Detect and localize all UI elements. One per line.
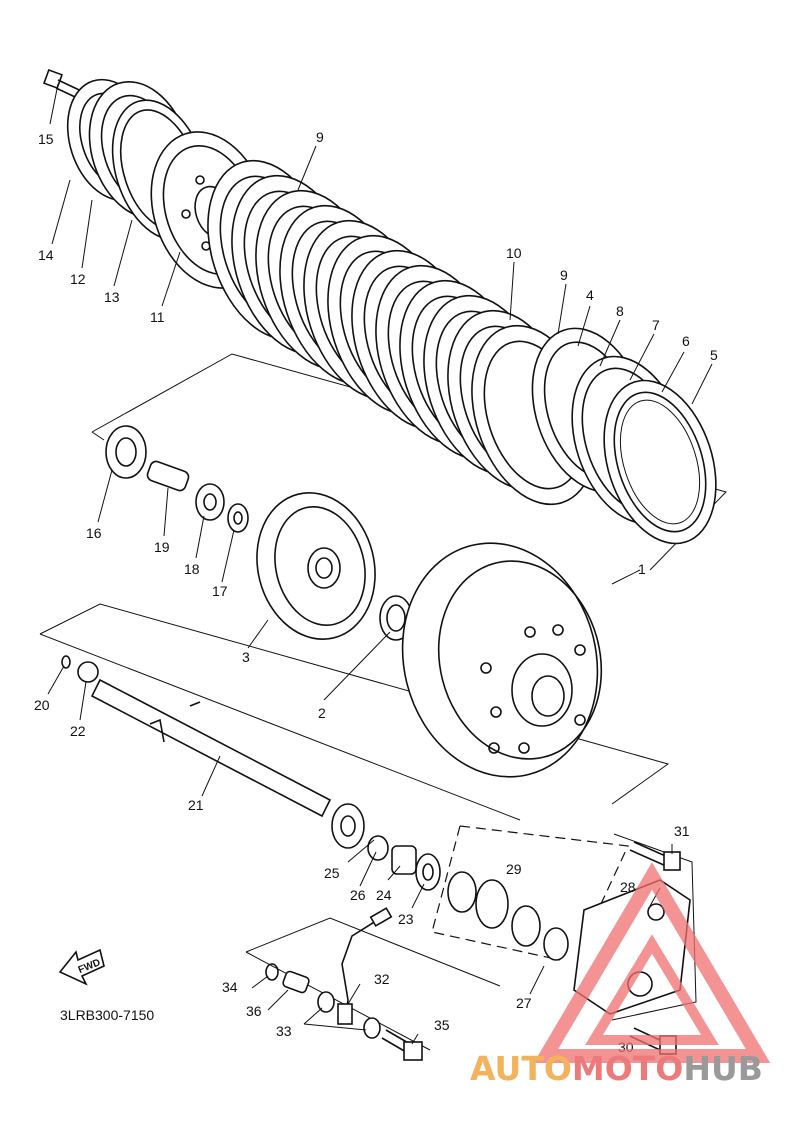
callout-31: 31 xyxy=(674,823,690,839)
callout-22: 22 xyxy=(70,723,86,739)
watermark-triangle-outer xyxy=(533,862,771,1063)
callout-33: 33 xyxy=(276,1023,292,1039)
callout-23: 23 xyxy=(398,911,414,927)
part-32-pipe xyxy=(337,907,393,1025)
watermark-logo xyxy=(533,862,771,1063)
diagram-code: 3LRB300-7150 xyxy=(60,1007,154,1023)
part-35-union-bolt xyxy=(381,1029,423,1061)
callout-9b: 9 xyxy=(560,267,568,283)
watermark-triangle-inner xyxy=(585,934,719,1045)
callout-19: 19 xyxy=(154,539,170,555)
part-18-collar xyxy=(195,483,225,521)
callout-14: 14 xyxy=(38,247,54,263)
callout-6: 6 xyxy=(682,333,690,349)
part-24-collar xyxy=(391,845,417,875)
watermark-text: AUTOMOTOHUB xyxy=(470,1049,763,1088)
callout-4: 4 xyxy=(586,287,594,303)
part-1-clutch-housing xyxy=(401,542,603,778)
callout-15: 15 xyxy=(38,131,54,147)
part-23-washer xyxy=(415,853,441,891)
callout-9a: 9 xyxy=(316,129,324,145)
part-33-washers xyxy=(317,991,381,1039)
watermark-auto: AUTO xyxy=(470,1049,572,1088)
part-31-bolt xyxy=(629,841,681,871)
part-22-ball xyxy=(77,661,99,683)
part-5-ring xyxy=(603,379,717,545)
callout-21: 21 xyxy=(188,797,204,813)
watermark-hub: HUB xyxy=(683,1049,763,1088)
callout-12: 12 xyxy=(70,271,86,287)
part-17-washer xyxy=(227,503,249,533)
part-29-seal-kit xyxy=(447,871,569,961)
callout-2: 2 xyxy=(318,705,326,721)
callout-29: 29 xyxy=(506,861,522,877)
callout-25: 25 xyxy=(324,865,340,881)
callout-7: 7 xyxy=(652,317,660,333)
leader-lines xyxy=(47,83,713,1045)
part-3-driven-gear xyxy=(256,492,376,640)
callout-13: 13 xyxy=(104,289,120,305)
watermark-moto: MOTO xyxy=(572,1049,683,1088)
callout-17: 17 xyxy=(212,583,228,599)
part-36-bleed-screw xyxy=(282,970,310,994)
part-26-pin xyxy=(367,835,389,861)
callout-24: 24 xyxy=(376,887,392,903)
part-21-shaft xyxy=(90,678,332,818)
callout-10: 10 xyxy=(506,245,522,261)
callout-36: 36 xyxy=(246,1003,262,1019)
callout-32: 32 xyxy=(374,971,390,987)
callout-3: 3 xyxy=(242,649,250,665)
part-25-seal xyxy=(331,803,365,849)
fwd-arrow: FWD xyxy=(58,948,105,986)
callout-26: 26 xyxy=(350,887,366,903)
callout-27: 27 xyxy=(516,995,532,1011)
callout-28: 28 xyxy=(620,879,636,895)
part-20-o-ring xyxy=(61,655,71,669)
callout-20: 20 xyxy=(34,697,50,713)
callout-18: 18 xyxy=(184,561,200,577)
callout-1: 1 xyxy=(638,561,646,577)
part-34-washer xyxy=(265,963,279,981)
callout-labels: 1 2 3 4 5 6 7 8 9 9 10 11 12 13 14 15 16… xyxy=(34,129,718,1055)
callout-34: 34 xyxy=(222,979,238,995)
callout-8: 8 xyxy=(616,303,624,319)
callout-11: 11 xyxy=(150,309,165,325)
clutch-plate-stack xyxy=(207,159,597,506)
callout-16: 16 xyxy=(86,525,102,541)
callout-35: 35 xyxy=(434,1017,450,1033)
callout-5: 5 xyxy=(710,347,718,363)
part-16-bearing xyxy=(105,425,147,479)
part-19-push-rod xyxy=(146,460,190,492)
